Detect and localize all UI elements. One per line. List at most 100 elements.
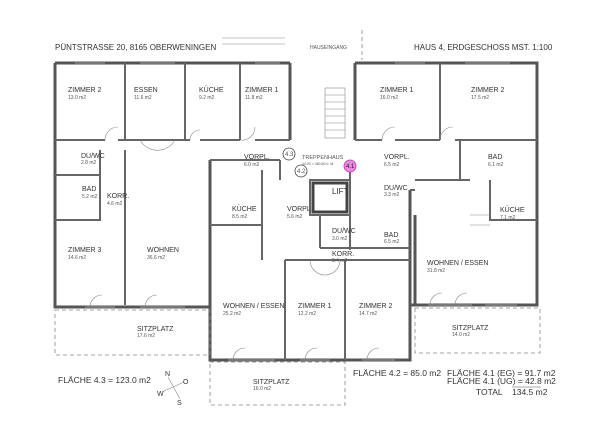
svg-text:KÜCHE: KÜCHE [199,86,224,94]
svg-text:6.1 m2: 6.1 m2 [488,162,504,168]
svg-text:SITZPLATZ: SITZPLATZ [452,325,489,332]
room-duwc-right: DU/WC3.3 m2 [384,185,408,198]
plan-title: HAUS 4, ERDGESCHOSS MST. 1:100 [414,43,553,52]
room-duwc-middle: DU/WC3.0 m2 [332,228,356,242]
room-zimmer1-top-left: ZIMMER 111.8 m2 [245,87,279,101]
svg-text:ZIMMER 3: ZIMMER 3 [68,247,102,254]
svg-text:13.0 m2: 13.0 m2 [68,95,86,101]
svg-text:ZIMMER 2: ZIMMER 2 [471,87,505,94]
svg-text:5.6 m2: 5.6 m2 [287,214,303,220]
room-korr-middle: KORR.3.4 m2 [332,251,354,264]
svg-text:ZIMMER 1: ZIMMER 1 [298,303,332,310]
svg-text:BAD: BAD [82,186,96,193]
svg-text:N: N [165,371,170,378]
svg-text:6.5 m2: 6.5 m2 [384,239,400,245]
svg-text:3.0 m2: 3.0 m2 [332,236,348,242]
svg-text:O: O [183,379,189,386]
svg-text:5.2 m2: 5.2 m2 [82,194,98,200]
room-duwc-left: DU/WC2.8 m2 [81,153,105,166]
room-zimmer2-right: ZIMMER 217.5 m2 [471,87,505,101]
svg-text:VORPL.: VORPL. [384,154,410,161]
svg-text:SITZPLATZ: SITZPLATZ [137,326,174,333]
room-korr-left: KORR.4.6 m2 [107,193,129,207]
address-title: PÜNTSTRASSE 20, 8165 OBERWENINGEN [55,43,216,52]
lift-shaft [311,181,349,214]
svg-text:3.4 m2: 3.4 m2 [332,258,348,264]
room-vorpl-middle: VORPL.5.6 m2 [287,206,313,220]
svg-text:6.5 m2: 6.5 m2 [384,162,400,168]
svg-text:6.0 m2: 6.0 m2 [244,162,260,168]
area-4-1-ug: FLÄCHE 4.1 (UG) = 42.8 m2 [447,376,556,386]
marker-4-3 [282,147,296,161]
room-zimmer2-left: ZIMMER 213.0 m2 [68,87,102,101]
marker-4-1 [343,159,357,173]
total-value: 134.5 m2 [512,387,548,397]
svg-text:ZIMMER 2: ZIMMER 2 [68,87,102,94]
svg-text:17.5 m2: 17.5 m2 [471,95,489,101]
room-zimmer2-middle: ZIMMER 214.7 m2 [359,303,393,317]
svg-text:W: W [157,391,164,398]
svg-text:ZIMMER 1: ZIMMER 1 [245,87,279,94]
svg-text:VORPL.: VORPL. [244,154,270,161]
svg-text:KÜCHE: KÜCHE [500,206,525,214]
svg-text:44.00 = 460.80 ü. M.: 44.00 = 460.80 ü. M. [302,162,334,166]
svg-text:4.1: 4.1 [346,164,355,170]
area-4-1-eg: FLÄCHE 4.1 (EG) = 91.7 m2 [447,368,556,378]
lift-label: LIFT [332,187,349,196]
svg-text:31.8 m2: 31.8 m2 [427,268,445,274]
svg-text:14.6 m2: 14.6 m2 [68,255,86,261]
svg-text:ZIMMER 1: ZIMMER 1 [380,87,414,94]
svg-text:16.0 m2: 16.0 m2 [380,95,398,101]
room-vorpl-right: VORPL.6.5 m2 [384,154,410,168]
svg-text:ESSEN: ESSEN [134,87,158,94]
scale-bar [222,37,285,45]
total-label: TOTAL [476,387,503,397]
svg-text:11.6 m2: 11.6 m2 [134,95,152,101]
svg-text:4.3: 4.3 [285,152,294,158]
area-4-2: FLÄCHE 4.2 = 85.0 m2 [353,368,441,378]
svg-text:25.2 m2: 25.2 m2 [223,311,241,317]
svg-text:11.8 m2: 11.8 m2 [245,95,263,101]
svg-text:3.3 m2: 3.3 m2 [384,192,400,198]
entrance-label: HAUSEINGANG [310,45,347,51]
svg-text:ZIMMER 2: ZIMMER 2 [359,303,393,310]
svg-text:KORR.: KORR. [107,193,129,200]
svg-text:17.6 m2: 17.6 m2 [137,333,155,339]
svg-text:TREPPENHAUS: TREPPENHAUS [302,155,344,161]
svg-text:DU/WC: DU/WC [81,153,105,160]
svg-text:14.7 m2: 14.7 m2 [359,311,377,317]
svg-text:8.5 m2: 8.5 m2 [232,214,248,220]
svg-text:WOHNEN / ESSEN: WOHNEN / ESSEN [427,260,488,267]
room-vorpl-left: VORPL.6.0 m2 [244,154,270,168]
compass-icon: N O S W [157,371,189,407]
svg-text:BAD: BAD [384,232,398,239]
svg-text:S: S [177,400,182,407]
terraces [54,307,541,406]
svg-text:WOHNEN / ESSEN: WOHNEN / ESSEN [223,303,284,310]
svg-text:VORPL.: VORPL. [287,206,313,213]
svg-text:KORR.: KORR. [332,251,354,258]
area-4-3: FLÄCHE 4.3 = 123.0 m2 [58,375,151,385]
svg-text:WOHNEN: WOHNEN [147,247,179,254]
svg-text:4.6 m2: 4.6 m2 [107,201,123,207]
unit-markers: 4.3 4.2 4.1 [282,147,357,178]
area-summary: FLÄCHE 4.3 = 123.0 m2 FLÄCHE 4.2 = 85.0 … [58,368,556,397]
walls [53,61,539,362]
svg-text:BAD: BAD [488,154,502,161]
room-zimmer3: ZIMMER 314.6 m2 [68,247,102,261]
svg-text:7.1 m2: 7.1 m2 [500,215,516,221]
svg-text:36.6 m2: 36.6 m2 [147,255,165,261]
